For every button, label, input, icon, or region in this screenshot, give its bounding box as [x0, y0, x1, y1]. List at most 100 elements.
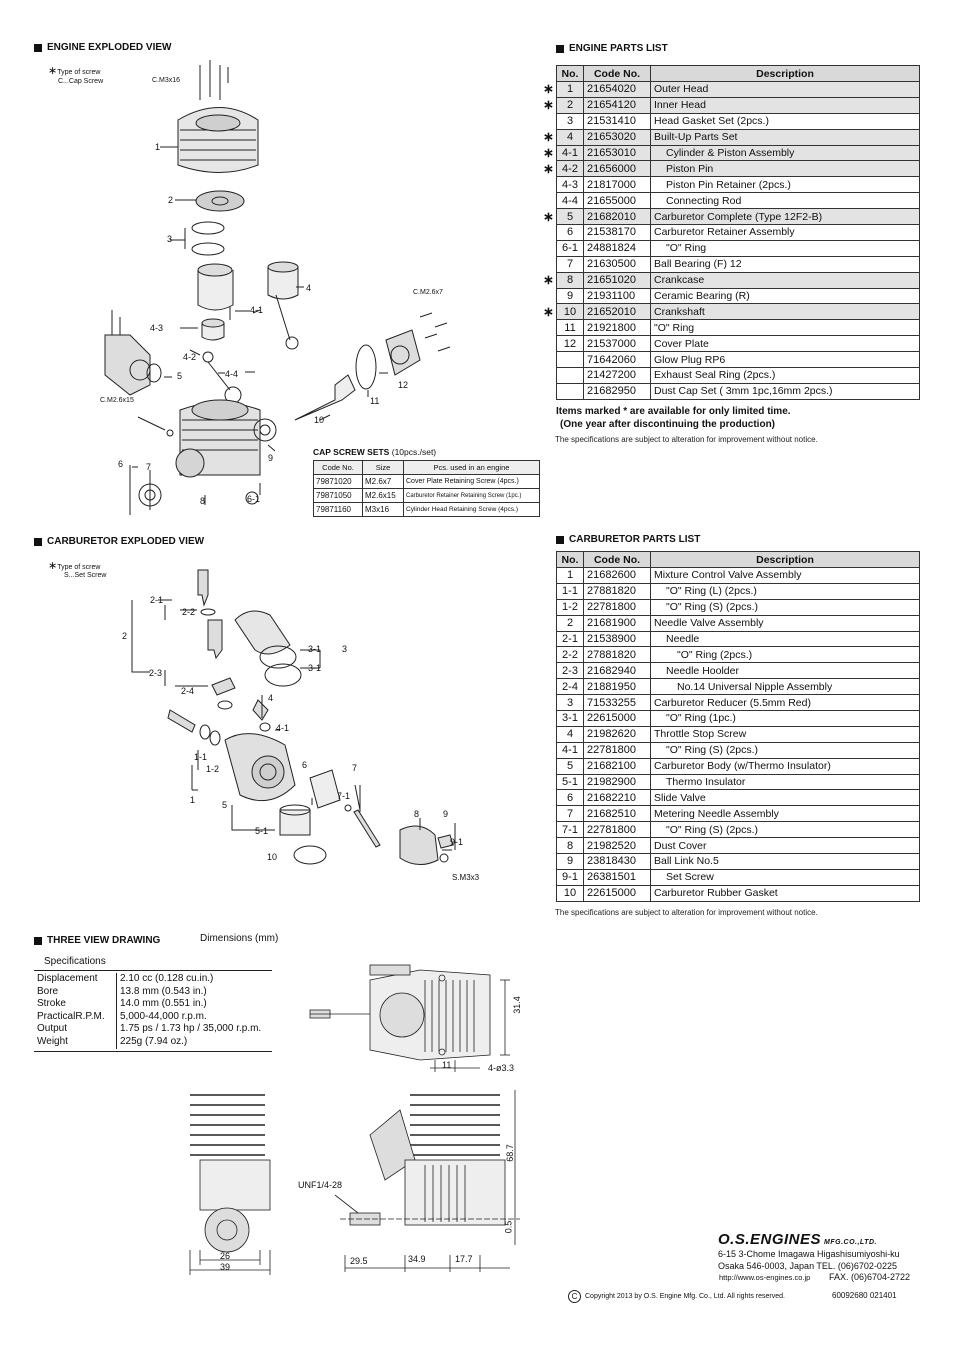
label-c2-2: 2-2 [182, 607, 196, 617]
label-c1: 1 [190, 795, 196, 805]
carb-exploded-drawing [131, 569, 456, 865]
dim-17-7: 17.7 [455, 1254, 473, 1264]
label-cm26x7: C.M2.6x7 [413, 289, 443, 296]
spec-row: PracticalR.P.M.5,000-44,000 r.p.m. [34, 1010, 264, 1024]
limited-note: Items marked * are available for only li… [556, 406, 791, 430]
label-4-2: 4-2 [183, 352, 197, 362]
engine-parts-title: ENGINE PARTS LIST [556, 43, 668, 54]
label-c4-1: 4-1 [276, 723, 290, 733]
limited-item-star-icon: ∗ [543, 81, 554, 96]
doc-number: 60092680 021401 [832, 1291, 897, 1300]
section-marker [556, 535, 564, 544]
label-3: 3 [167, 234, 173, 244]
dims-label: Dimensions (mm) [200, 933, 279, 944]
dim-68-7: 68.7 [504, 1144, 515, 1162]
label-8: 8 [200, 496, 206, 506]
label-c2-3: 2-3 [149, 668, 163, 678]
dim-4-phi-3-3: 4-ø3.3 [488, 1063, 515, 1073]
section-marker [34, 537, 42, 546]
label-7: 7 [146, 462, 152, 472]
engine-exploded-title: ENGINE EXPLODED VIEW [34, 42, 171, 53]
engine-screw-note: ∗Type of screw [48, 65, 101, 77]
label-c9-1: 9-1 [450, 837, 464, 847]
section-marker [556, 44, 564, 53]
limited-item-star-icon: ∗ [543, 96, 554, 112]
label-sm3x3: S.M3x3 [452, 873, 480, 882]
engine-screw-type: C...Cap Screw [58, 78, 104, 85]
label-10: 10 [314, 415, 325, 425]
three-view-title: THREE VIEW DRAWING [34, 935, 160, 946]
dim-unf: UNF1/4-28 [298, 1180, 343, 1190]
specs-title: Specifications [44, 956, 106, 967]
dim-34-9: 34.9 [408, 1254, 426, 1264]
limited-item-star-icon: ∗ [543, 304, 554, 320]
dim-39: 39 [220, 1262, 231, 1272]
label-11: 11 [370, 396, 380, 406]
section-marker [34, 936, 42, 945]
label-c1-2: 1-2 [206, 764, 220, 774]
dim-11: 11 [442, 1060, 452, 1070]
company-address: 6-15 3-Chome Imagawa Higashisumiyoshi-ku… [718, 1249, 900, 1271]
label-4-3: 4-3 [150, 323, 164, 333]
engine-spec-note: The specifications are subject to altera… [555, 435, 818, 444]
carb-screw-note: ∗Type of screw [48, 560, 101, 572]
dim-0-5: 0.5 [503, 1220, 514, 1234]
label-4-4: 4-4 [225, 369, 239, 379]
label-c10: 10 [267, 852, 278, 862]
dim-29-5: 29.5 [350, 1256, 368, 1266]
label-9: 9 [268, 453, 274, 463]
label-c2: 2 [122, 631, 128, 641]
limited-item-star-icon: ∗ [543, 272, 554, 288]
label-c9: 9 [443, 809, 449, 819]
company-url[interactable]: http://www.os-engines.co.jp [719, 1273, 811, 1282]
label-6: 6 [118, 459, 124, 469]
label-2: 2 [168, 195, 174, 205]
label-5: 5 [177, 371, 183, 381]
carb-exploded-title: CARBURETOR EXPLODED VIEW [34, 536, 204, 547]
limited-item-star-icon: ∗ [543, 128, 554, 144]
cap-screw-title: CAP SCREW SETS (10pcs./set) [313, 447, 437, 457]
engine-exploded-drawing [104, 60, 451, 515]
label-c5-1: 5-1 [255, 826, 269, 836]
carb-parts-title: CARBURETOR PARTS LIST [556, 534, 700, 545]
label-c7: 7 [352, 763, 358, 773]
label-12: 12 [398, 380, 409, 390]
